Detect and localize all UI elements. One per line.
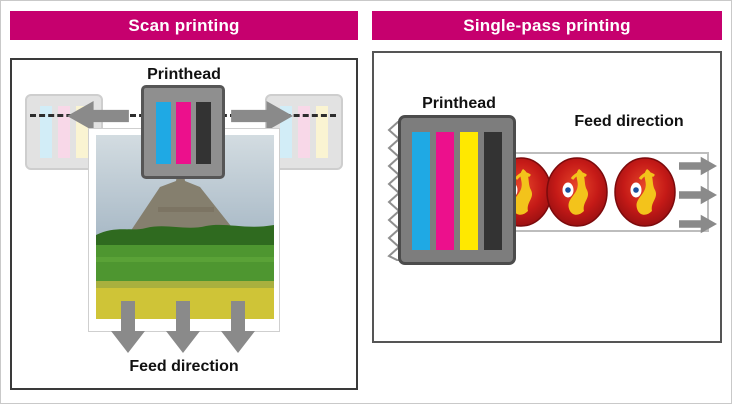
single-pass-header: Single-pass printing: [372, 11, 722, 40]
ink-bar-magenta: [175, 102, 191, 164]
single-pass-title: Single-pass printing: [463, 15, 631, 35]
ink-bar-black: [484, 132, 502, 250]
ink-bar-cyan: [412, 132, 430, 250]
feed-direction-label: Feed direction: [129, 358, 239, 375]
printhead-icon: [398, 115, 516, 265]
scan-printing-title: Scan printing: [128, 15, 240, 35]
ink-bar-yellow: [460, 132, 478, 250]
ink-bar-cyan: [155, 102, 171, 164]
printhead-label: Printhead: [422, 95, 496, 112]
ink-bar-yellow-faded: [316, 106, 328, 158]
ink-bar-magenta-faded: [298, 106, 310, 158]
feed-right-arrow-icon: [679, 214, 717, 234]
printhead-label: Printhead: [147, 66, 221, 83]
scan-printing-diagram: Printhead: [10, 58, 358, 390]
ink-bar-black: [195, 102, 211, 164]
printhead-icon: [141, 85, 225, 179]
scan-left-arrow-icon: [67, 101, 129, 131]
printed-label-oval: [546, 157, 608, 227]
feed-down-arrow-icon: [221, 301, 255, 353]
feed-right-arrow-icon: [679, 156, 717, 176]
feed-right-arrow-icon: [679, 185, 717, 205]
single-pass-diagram: Printhead Feed direction: [372, 51, 722, 343]
scan-right-arrow-icon: [231, 101, 293, 131]
feed-down-arrow-icon: [166, 301, 200, 353]
ink-bar-magenta: [436, 132, 454, 250]
feed-down-arrow-icon: [111, 301, 145, 353]
ink-bar-cyan-faded: [40, 106, 52, 158]
printed-label-oval: [614, 157, 676, 227]
scan-printing-header: Scan printing: [10, 11, 358, 40]
ink-bar-magenta-faded: [58, 106, 70, 158]
feed-direction-label: Feed direction: [574, 113, 684, 130]
